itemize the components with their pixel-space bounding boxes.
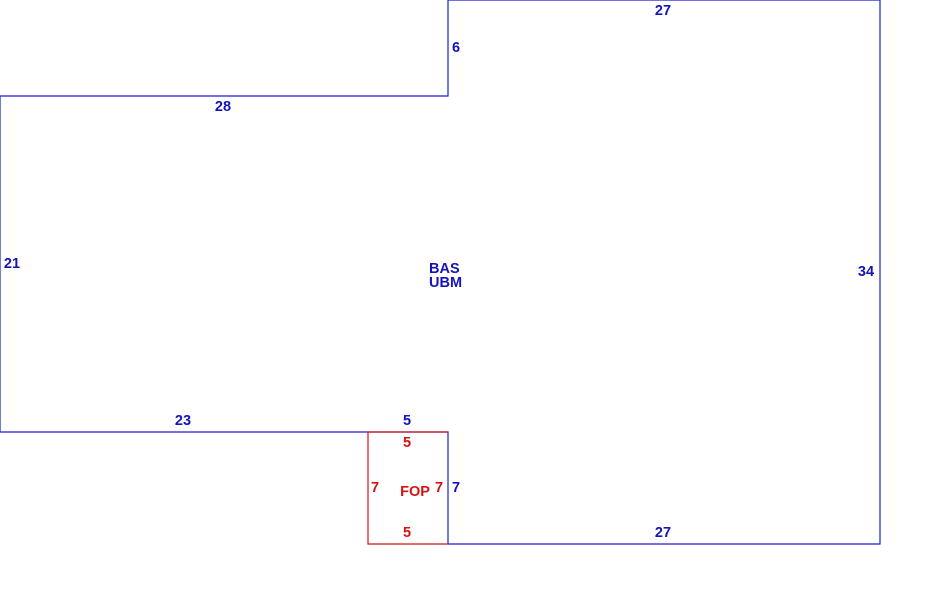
porch-outline [367,431,448,545]
dim-bottom-left: 23 [175,413,191,429]
dim-step-vertical: 6 [452,40,460,56]
porch-dim-bottom: 5 [403,525,411,541]
porch-dim-top: 5 [403,435,411,451]
area-label-bas: BAS [429,261,460,277]
porch-dim-left: 7 [371,480,379,496]
dim-top-left: 28 [215,99,231,115]
dim-notch-vertical: 7 [452,480,460,496]
dim-bottom-right: 27 [655,525,671,541]
dim-left: 21 [4,256,20,272]
dim-right: 34 [858,264,874,280]
porch-label-fop: FOP [400,484,430,500]
area-label-ubm: UBM [429,275,462,291]
dim-top-right: 27 [655,3,671,19]
porch-dim-right: 7 [435,480,443,496]
dim-bottom-notch: 5 [403,413,411,429]
